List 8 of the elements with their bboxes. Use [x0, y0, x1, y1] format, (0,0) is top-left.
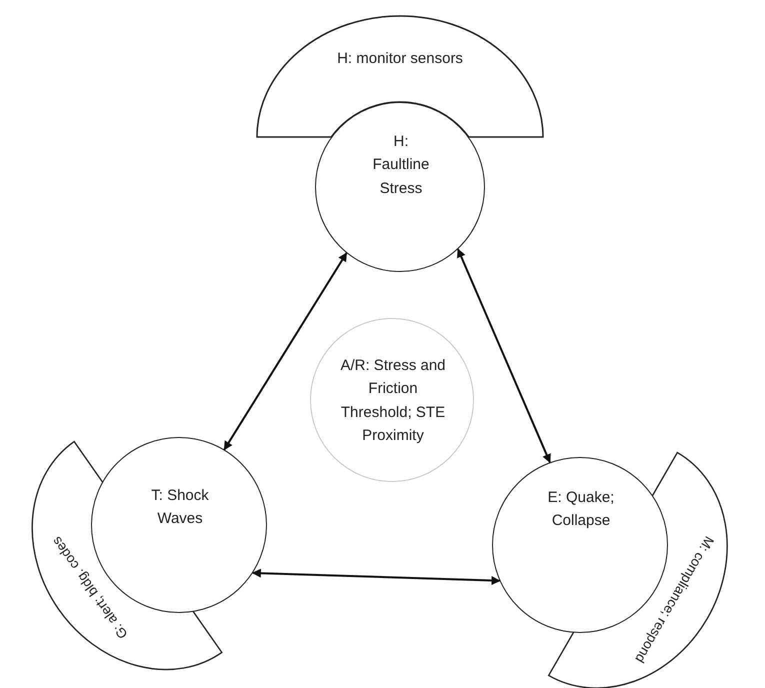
node-label: T: Shock Waves	[150, 486, 210, 530]
double-arrow	[223, 252, 348, 450]
double-arrow	[252, 568, 500, 586]
band-label: H: monitor sensors	[336, 50, 464, 67]
node-label: H: Faultline Stress	[372, 132, 430, 198]
node-label: A/R: Stress and Friction Threshold; STE Proximity	[339, 356, 447, 446]
node-label: E: Quake; Collapse	[546, 488, 616, 532]
double-arrow	[457, 248, 551, 464]
